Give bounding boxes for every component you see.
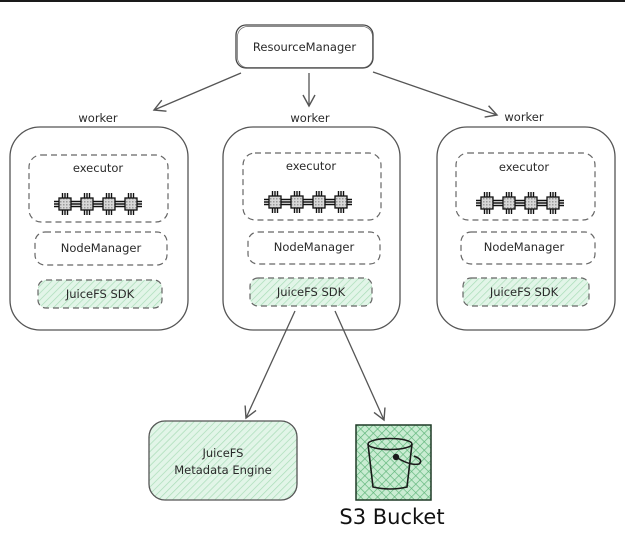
s3-bucket-node: S3 Bucket	[339, 424, 445, 529]
arrow-sdk-to-s3-bucket	[334, 310, 386, 422]
worker-label: worker	[504, 110, 543, 124]
node-manager-box: NodeManager	[460, 231, 596, 265]
metadata-engine-label-line2: Metadata Engine	[174, 463, 272, 477]
arrow-sdk-to-metadata-engine	[244, 310, 296, 420]
juicefs-sdk-label: JuiceFS SDK	[65, 287, 135, 301]
worker-node-3: worker executor NodeManager JuiceFS SDK	[436, 110, 616, 331]
executor-label: executor	[499, 160, 550, 174]
executor-box: executor	[28, 154, 169, 223]
cpu-core-chip	[480, 192, 494, 214]
cpu-cores-icon	[476, 192, 564, 214]
metadata-engine-node: JuiceFS Metadata Engine	[148, 420, 298, 501]
cpu-core-chip	[290, 191, 304, 213]
top-border	[0, 0, 625, 2]
cpu-core-chip	[334, 191, 348, 213]
worker-label: worker	[290, 111, 329, 125]
cpu-core-chip	[102, 193, 116, 215]
juicefs-sdk-box: JuiceFS SDK	[249, 277, 373, 307]
executor-box: executor	[455, 152, 596, 221]
worker-label: worker	[78, 111, 117, 125]
node-manager-label: NodeManager	[61, 241, 142, 255]
cpu-core-chip	[312, 191, 326, 213]
s3-bucket-label: S3 Bucket	[339, 505, 444, 529]
cpu-core-chip	[58, 193, 72, 215]
cpu-core-chip	[546, 192, 560, 214]
cpu-cores-icon	[264, 191, 352, 213]
cpu-core-chip	[268, 191, 282, 213]
executor-label: executor	[73, 161, 124, 175]
cpu-cores-icon	[54, 193, 142, 215]
cpu-core-chip	[502, 192, 516, 214]
resource-manager-label: ResourceManager	[253, 40, 356, 54]
arrow-rm-to-worker-1	[152, 72, 242, 112]
juicefs-sdk-label: JuiceFS SDK	[276, 285, 346, 299]
resource-manager-node: ResourceManager	[235, 24, 374, 69]
cpu-core-chip	[524, 192, 538, 214]
juicefs-sdk-box: JuiceFS SDK	[37, 279, 163, 309]
cpu-core-chip	[124, 193, 138, 215]
node-manager-label: NodeManager	[274, 240, 355, 254]
juicefs-sdk-label: JuiceFS SDK	[489, 285, 559, 299]
metadata-engine-label-line1: JuiceFS	[202, 446, 244, 460]
bucket-icon	[367, 437, 422, 490]
arrow-rm-to-worker-3	[372, 71, 499, 118]
node-manager-label: NodeManager	[484, 240, 565, 254]
cpu-core-chip	[80, 193, 94, 215]
juicefs-sdk-box: JuiceFS SDK	[462, 277, 590, 307]
executor-box: executor	[242, 152, 382, 221]
node-manager-box: NodeManager	[247, 231, 381, 265]
worker-node-2: worker executor NodeManager JuiceFS SDK	[222, 111, 401, 331]
executor-label: executor	[286, 159, 337, 173]
worker-node-1: worker executor NodeManager JuiceFS SDK	[9, 111, 189, 331]
node-manager-box: NodeManager	[34, 231, 168, 266]
